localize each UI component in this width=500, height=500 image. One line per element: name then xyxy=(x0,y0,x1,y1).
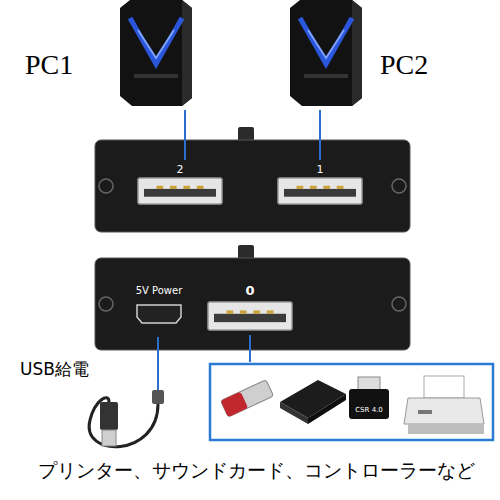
bluetooth-dongle xyxy=(349,377,389,419)
node-text: PC1 xyxy=(25,49,73,81)
node-text: PC2 xyxy=(380,49,428,81)
node-text: 2 xyxy=(177,163,184,176)
node-text: 0 xyxy=(245,283,254,298)
hard-disk xyxy=(280,380,346,424)
switch-body xyxy=(95,127,410,232)
chip-label: CSR 4.0 xyxy=(355,406,383,414)
usb-port: 0 xyxy=(200,280,300,335)
pc-tower xyxy=(290,0,362,106)
cable-line xyxy=(249,335,251,362)
power-port: 5V Power xyxy=(122,283,196,335)
node-text: プリンター、サウンドカード、コントローラーなど xyxy=(38,458,475,484)
device-box: プリンター、サウンドカード、コントローラーなど xyxy=(30,362,495,495)
pc-node: PC1 xyxy=(20,5,195,110)
usb-stick xyxy=(221,380,274,417)
pc-node: PC2 xyxy=(285,5,475,110)
cable-line xyxy=(184,110,186,160)
node-text: 5V Power xyxy=(136,285,183,296)
cable-line xyxy=(319,110,321,160)
printer xyxy=(404,376,484,434)
power-label: USB給電 xyxy=(20,358,89,381)
switch-body xyxy=(95,245,410,350)
usb-port: 1 xyxy=(270,160,370,208)
usb-cable xyxy=(89,337,164,447)
pc-tower xyxy=(120,0,192,106)
usb-port: 2 xyxy=(130,160,230,208)
node-text: 1 xyxy=(317,163,324,176)
